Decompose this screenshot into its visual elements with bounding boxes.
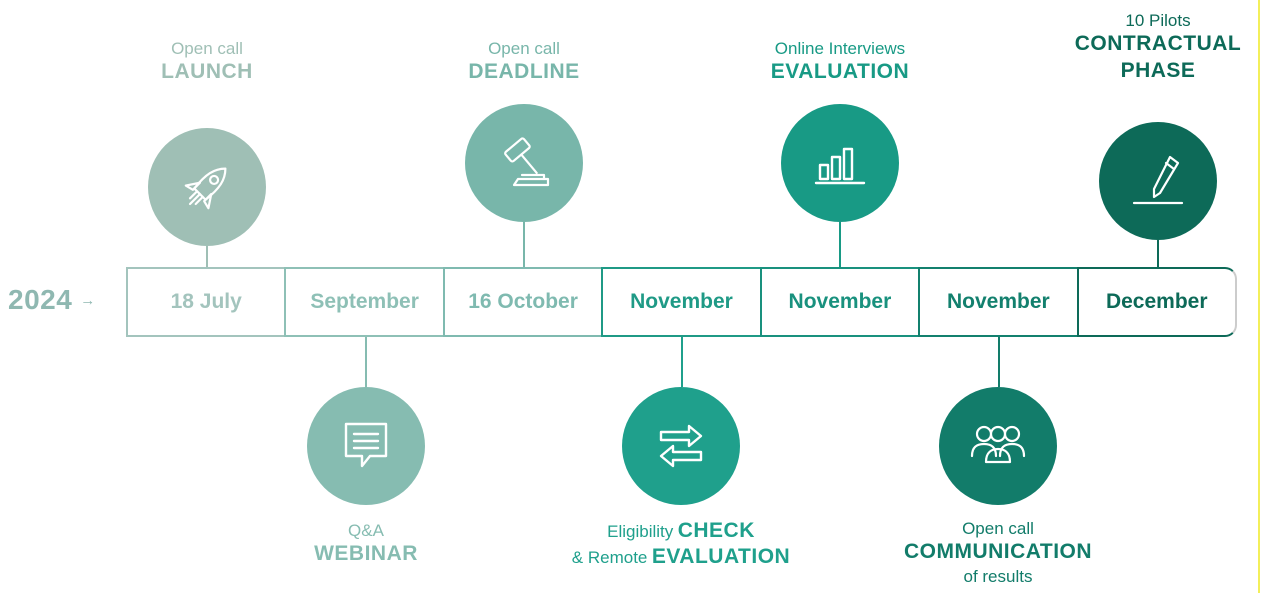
communication-stem (998, 337, 1000, 387)
contractual-stem (1157, 240, 1159, 267)
deadline-caption: Open call DEADLINE (374, 38, 674, 86)
communication-line2: COMMUNICATION (903, 540, 1093, 564)
right-edge-line (1258, 0, 1260, 593)
communication-caption: Open call COMMUNICATION of results (848, 518, 1148, 587)
webinar-caption: Q&A WEBINAR (216, 520, 516, 568)
webinar-stem (365, 337, 367, 387)
check-stem (681, 337, 683, 387)
deadline-stem (523, 222, 525, 267)
communication-circle (939, 387, 1057, 505)
contractual-circle (1099, 122, 1217, 240)
check-row1: Eligibility CHECK (501, 518, 861, 544)
timeline-cell-september: September (284, 267, 443, 337)
evaluation-line2: EVALUATION (770, 60, 910, 84)
launch-stem (206, 246, 208, 267)
check-caption: Eligibility CHECK & Remote EVALUATION (501, 518, 861, 571)
evaluation-caption: Online Interviews EVALUATION (690, 38, 990, 86)
timeline-cell-december: December (1076, 267, 1237, 337)
deadline-line2: DEADLINE (468, 60, 580, 84)
timeline-cell-november-3: November (918, 267, 1077, 337)
check-line1a: Eligibility (607, 522, 674, 541)
contractual-line1: 10 Pilots (1125, 11, 1191, 30)
swap-arrows-icon (659, 424, 703, 468)
launch-caption: Open call LAUNCH (57, 38, 357, 86)
year-label: 2024 → (8, 284, 96, 316)
webinar-line2: WEBINAR (314, 542, 418, 566)
chat-icon (344, 422, 388, 468)
rocket-icon (184, 167, 227, 210)
launch-line2: LAUNCH (161, 60, 253, 84)
webinar-circle (307, 387, 425, 505)
pen-sign-icon (1132, 155, 1184, 205)
timeline-cell-november-1: November (601, 267, 760, 337)
launch-line1: Open call (171, 39, 243, 58)
webinar-line1: Q&A (348, 521, 384, 540)
contractual-line2: CONTRACTUAL (1074, 32, 1242, 56)
deadline-circle (465, 104, 583, 222)
contractual-line3: PHASE (1120, 58, 1196, 82)
timeline-bar: 18 July September 16 October November No… (126, 267, 1237, 337)
check-circle (622, 387, 740, 505)
timeline-cell-october: 16 October (442, 267, 602, 337)
timeline-cell-november-2: November (759, 267, 919, 337)
year-arrow: → (80, 291, 96, 309)
launch-circle (148, 128, 266, 246)
evaluation-circle (781, 104, 899, 222)
evaluation-stem (839, 222, 841, 267)
check-line2b: EVALUATION (651, 545, 791, 569)
year-text: 2024 (8, 284, 73, 315)
bar-chart-icon (814, 147, 866, 185)
timeline-cell-july: 18 July (126, 267, 285, 337)
contractual-caption: 10 Pilots CONTRACTUAL PHASE (1008, 10, 1261, 84)
gavel-icon (504, 137, 550, 187)
check-line1b: CHECK (677, 519, 755, 542)
communication-line3: of results (963, 566, 1033, 586)
check-row2: & Remote EVALUATION (501, 544, 861, 570)
people-icon (970, 425, 1026, 464)
evaluation-line1: Online Interviews (774, 39, 906, 58)
deadline-line1: Open call (488, 39, 560, 58)
communication-line1: Open call (962, 519, 1034, 538)
check-line2a: & Remote (571, 548, 648, 568)
